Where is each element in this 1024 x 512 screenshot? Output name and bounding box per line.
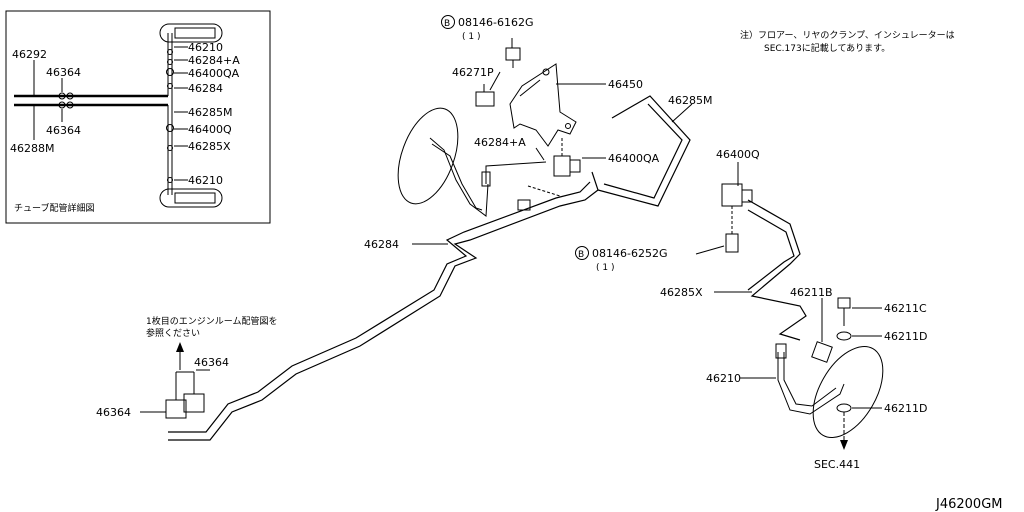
bracket-46450 [509, 63, 577, 147]
bolt-symbol-mid [575, 246, 589, 260]
label-46211D-bottom: 46211D [884, 402, 927, 415]
inset-label-46210-top: 46210 [188, 41, 223, 54]
label-08146-6252G-qty: ( 1 ) [596, 263, 614, 273]
label-08146-6252G: 08146-6252G [592, 247, 667, 260]
label-46211C: 46211C [884, 302, 927, 315]
label-46450: 46450 [608, 78, 643, 91]
tube-detail-inset: 46292 46364 46364 46288M 46210 46284+A 4… [5, 10, 271, 224]
bolt-symbol-top [441, 15, 455, 29]
label-46271P: 46271P [452, 66, 494, 79]
clip-46364 [165, 342, 205, 419]
inset-label-46364-bottom: 46364 [46, 124, 81, 137]
fastener-46211 [811, 297, 852, 450]
inset-label-46364-top: 46364 [46, 66, 81, 79]
inset-label-46285X: 46285X [188, 140, 231, 153]
label-46211D-top: 46211D [884, 330, 927, 343]
clamp-46400QA [517, 138, 581, 211]
bolt-08146-6162G [505, 47, 521, 68]
engine-note-line1: 1枚目のエンジンルーム配管図を [146, 315, 277, 327]
inset-label-46210-bottom: 46210 [188, 174, 223, 187]
label-46400Q: 46400Q [716, 148, 760, 161]
inset-label-46285M: 46285M [188, 106, 232, 119]
label-46400QA: 46400QA [608, 152, 660, 165]
brake-tube-main [168, 95, 807, 441]
inset-label-46400Q: 46400Q [188, 123, 232, 136]
inset-caption: チューブ配管詳細図 [14, 202, 94, 214]
label-46210: 46210 [706, 372, 741, 385]
label-46285M: 46285M [668, 94, 712, 107]
label-46211B: 46211B [790, 286, 833, 299]
bolt-symbol-top-letter: B [444, 19, 450, 29]
inset-label-46284: 46284 [188, 82, 223, 95]
note-line2: SEC.173に記載してあります。 [764, 42, 890, 54]
label-46364-top: 46364 [194, 356, 229, 369]
label-46364-side: 46364 [96, 406, 131, 419]
inset-label-46292: 46292 [12, 48, 47, 61]
label-08146-6162G-qty: ( 1 ) [462, 32, 480, 42]
clip-46271P [475, 84, 495, 107]
engine-note-line2: 参照ください [146, 327, 200, 339]
note-line1: 注）フロアー、リヤのクランプ、インシュレーターは [740, 29, 955, 41]
label-sec441: SEC.441 [814, 458, 860, 471]
label-46284A: 46284+A [474, 136, 526, 149]
label-46285X: 46285X [660, 286, 703, 299]
label-08146-6162G: 08146-6162G [458, 16, 533, 29]
brake-hose-front [397, 107, 547, 217]
inset-label-46284A: 46284+A [188, 54, 240, 67]
inset-label-46400QA: 46400QA [188, 67, 240, 80]
inset-label-46288M: 46288M [10, 142, 54, 155]
bolt-symbol-mid-letter: B [578, 250, 584, 260]
brake-hose-rear [775, 343, 884, 439]
diagram-id: J46200GM [935, 497, 1002, 512]
label-46284: 46284 [364, 238, 399, 251]
leader-lines [140, 38, 882, 413]
clamp-46400Q [721, 183, 753, 253]
